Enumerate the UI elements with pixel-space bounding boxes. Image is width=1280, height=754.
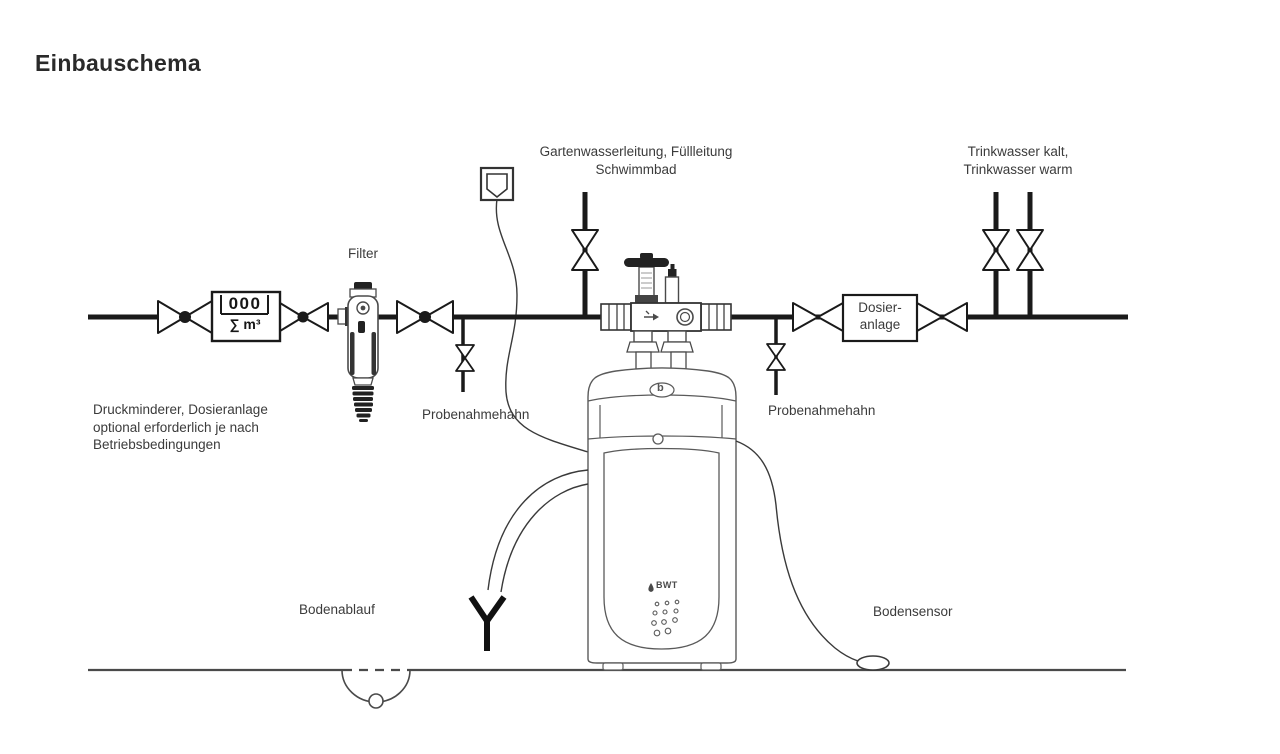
pressure-reducer-note-line2: optional erforderlich je nach <box>93 419 259 435</box>
wall-display-box <box>479 166 515 202</box>
dosing-outlet-valve <box>916 302 968 332</box>
water-meter <box>210 290 282 343</box>
meter-unit: ∑ m³ <box>229 316 261 332</box>
wall-sensor-cable <box>495 198 589 453</box>
softener-tank <box>587 367 737 671</box>
sampling-tap-left-label: Probenahmehahn <box>422 407 530 422</box>
bwt-logo-front: BWT <box>656 580 678 590</box>
bwt-logo-top: b <box>657 382 664 394</box>
softener-connection-block <box>600 253 732 373</box>
drinking-water-valve-warm <box>1016 229 1044 271</box>
shutoff-valve-3 <box>396 300 454 334</box>
garden-line-valve <box>571 229 599 271</box>
dosing-unit-box <box>841 293 919 343</box>
bwt-logo-top-outline <box>649 382 675 398</box>
pressure-reducer-note-line3: Betriebsbedingungen <box>93 437 221 452</box>
shutoff-valve-1 <box>157 300 213 334</box>
drain-funnel <box>468 595 507 651</box>
drinking-water-label-line1: Trinkwasser kalt, <box>967 144 1069 159</box>
sampling-tap-left-valve <box>455 344 475 372</box>
floor-drain-symbol <box>341 669 411 709</box>
dosing-unit-label-line1: Dosier- <box>858 300 902 315</box>
drain-hoses <box>487 469 589 593</box>
garden-line-label: Gartenwasserleitung, Füllleitung Schwimm… <box>540 143 733 179</box>
shutoff-valve-2 <box>279 302 329 332</box>
dosing-unit-label-line2: anlage <box>859 317 901 332</box>
floor-drain-label: Bodenablauf <box>299 602 375 617</box>
drinking-water-pipes <box>993 192 1033 317</box>
garden-line-label-line2: Schwimmbad <box>595 162 677 177</box>
drinking-water-valve-cold <box>982 229 1010 271</box>
drinking-water-label: Trinkwasser kalt, Trinkwasser warm <box>963 143 1072 179</box>
sampling-tap-right-valve <box>766 343 786 371</box>
garden-line-label-line1: Gartenwasserleitung, Füllleitung <box>539 144 733 159</box>
filter-device <box>337 282 379 422</box>
shield-icon <box>486 173 508 199</box>
dosing-inlet-valve <box>792 302 844 332</box>
drinking-water-label-line2: Trinkwasser warm <box>963 162 1073 177</box>
sampling-tap-right-label: Probenahmehahn <box>768 403 876 418</box>
bwt-logo-droplet <box>648 583 654 592</box>
pressure-reducer-note-line1: Druckminderer, Dosieranlage <box>93 402 268 417</box>
meter-reading: 000 <box>228 294 262 313</box>
speaker-dots <box>651 599 680 637</box>
floor-sensor-oval <box>856 655 890 671</box>
floor-sensor-label: Bodensensor <box>873 604 953 619</box>
pressure-reducer-note: Druckminderer, Dosieranlage optional erf… <box>93 401 268 454</box>
page-title: Einbauschema <box>35 50 201 76</box>
dosing-unit-label: Dosier- anlage <box>858 299 902 333</box>
floor-sensor-cable <box>735 440 859 662</box>
filter-label: Filter <box>348 246 378 261</box>
